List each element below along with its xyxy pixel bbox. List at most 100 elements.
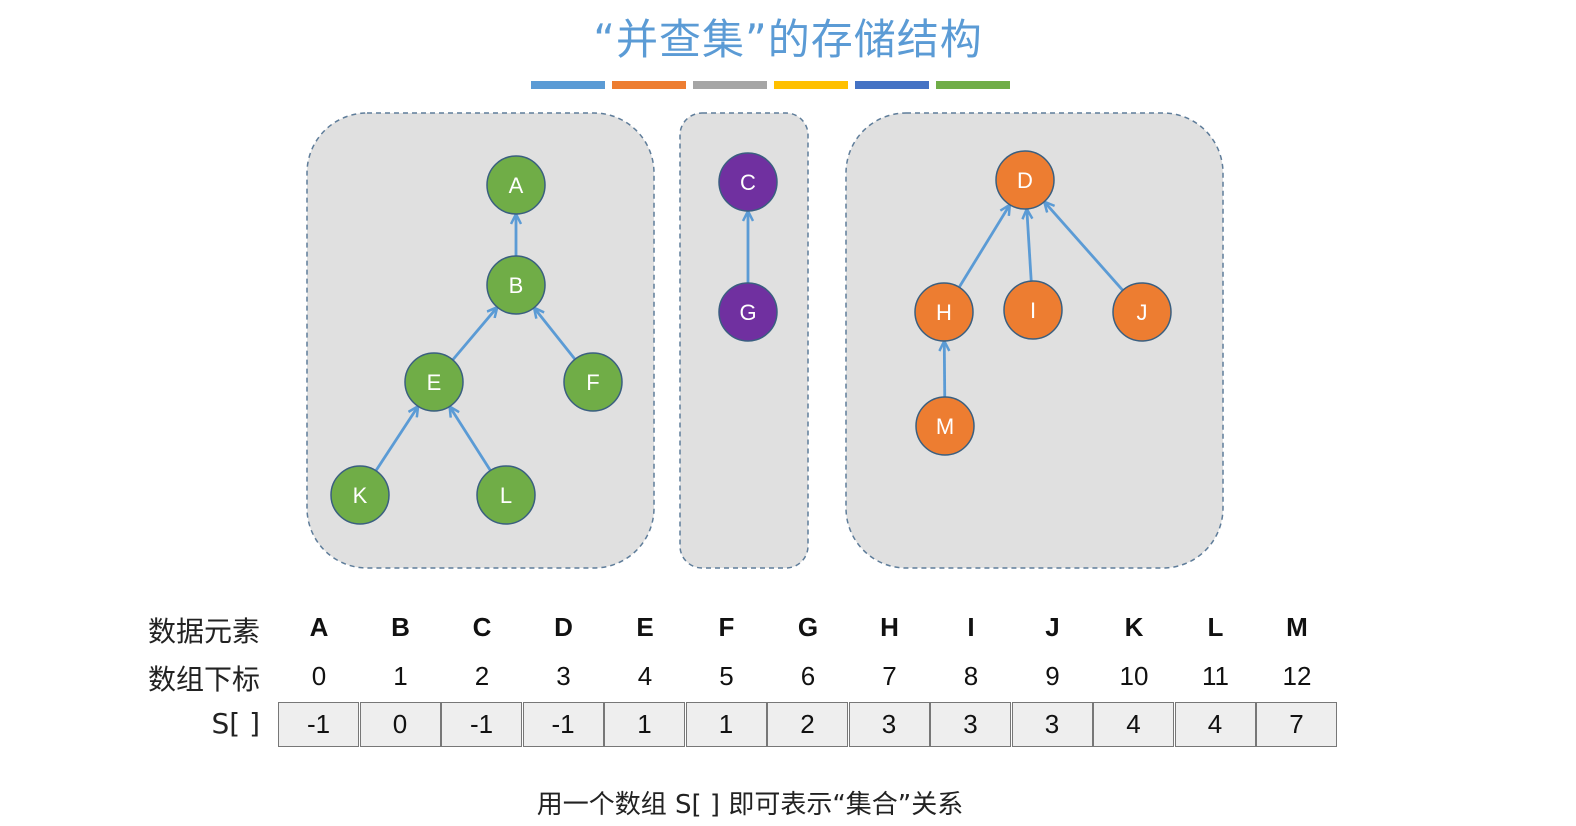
s-array-cell: -1 (278, 702, 359, 747)
node-circle (486, 255, 546, 315)
index-cell: 3 (556, 661, 571, 691)
node-label: K (353, 483, 368, 508)
s-array-cell: 2 (767, 702, 848, 747)
element-cell: G (797, 612, 819, 642)
color-stripe (612, 81, 686, 89)
node-circle (563, 352, 623, 412)
element-cell: A (309, 612, 329, 642)
index-cell: 6 (800, 661, 816, 691)
row-label-s-array: S[ ] (211, 707, 260, 740)
element-cell: J (1045, 612, 1060, 642)
element-cell: F (718, 612, 735, 642)
element-cell: I (967, 612, 975, 642)
node-k: K (330, 465, 390, 525)
color-stripe (936, 81, 1010, 89)
s-array-cell: -1 (441, 702, 522, 747)
node-b: B (486, 255, 546, 315)
s-array-cell: -1 (522, 702, 604, 747)
node-label: C (740, 170, 756, 195)
node-label: I (1030, 298, 1036, 323)
element-cell: H (880, 612, 899, 642)
index-cell: 1 (393, 661, 408, 691)
node-c: C (718, 152, 778, 212)
edges-layer (374, 202, 1124, 472)
s-array-cell: 3 (848, 702, 930, 747)
index-cell: 7 (882, 661, 897, 691)
s-array-cell: 3 (1011, 702, 1093, 747)
s-array-cell: 0 (359, 702, 441, 747)
node-label: F (586, 370, 599, 395)
edge-k-to-e (374, 407, 418, 472)
node-circle (914, 282, 974, 342)
node-circle (404, 352, 464, 412)
edge-e-to-b (451, 308, 497, 361)
node-m: M (915, 396, 975, 456)
row-label-elements: 数据元素 (147, 615, 260, 648)
s-array-cell: 4 (1174, 702, 1256, 747)
node-label: L (500, 483, 512, 508)
node-g: G (718, 282, 778, 342)
index-cell: 8 (963, 661, 979, 691)
s-array-cell: 7 (1256, 702, 1337, 747)
s-array-cell: 4 (1093, 702, 1174, 747)
edge-h-to-d (957, 206, 1009, 289)
node-circle (1112, 282, 1172, 342)
node-label: G (739, 300, 756, 325)
node-a: A (486, 155, 546, 215)
edge-f-to-b (535, 308, 577, 361)
index-cell: 4 (637, 661, 653, 691)
node-l: L (476, 465, 536, 525)
element-cell: E (636, 612, 654, 642)
node-circle (915, 396, 975, 456)
element-cell: C (472, 612, 492, 642)
page-title: “并查集”的存储结构 (593, 15, 983, 64)
node-label: D (1017, 168, 1033, 193)
caption: 用一个数组 S[ ] 即可表示“集合”关系 (536, 790, 964, 820)
edge-l-to-e (450, 407, 492, 472)
color-stripe (855, 81, 929, 89)
element-cell: D (554, 612, 573, 642)
index-cell: 12 (1282, 661, 1312, 691)
element-cell: L (1207, 612, 1224, 642)
node-e: E (404, 352, 464, 412)
index-cell: 2 (474, 661, 490, 691)
edge-i-to-d (1027, 210, 1031, 282)
node-circle (330, 465, 390, 525)
index-cell: 11 (1202, 661, 1229, 691)
node-circle (718, 152, 778, 212)
node-circle (476, 465, 536, 525)
element-cell: B (391, 612, 410, 642)
element-cell: K (1124, 612, 1144, 642)
s-array-cell: 1 (685, 702, 767, 747)
color-stripe (693, 81, 767, 89)
index-cell: 0 (311, 661, 327, 691)
node-circle (718, 282, 778, 342)
node-label: J (1137, 300, 1148, 325)
edge-j-to-d (1045, 202, 1124, 292)
row-label-indices: 数组下标 (147, 663, 260, 696)
node-label: A (509, 173, 524, 198)
color-stripe (531, 81, 605, 89)
node-f: F (563, 352, 623, 412)
index-cell: 10 (1119, 661, 1149, 691)
s-array-cell: 1 (604, 702, 685, 747)
s-array-cell: 3 (930, 702, 1011, 747)
node-circle (1003, 280, 1063, 340)
node-circle (486, 155, 546, 215)
node-d: D (995, 150, 1055, 210)
node-h: H (914, 282, 974, 342)
node-circle (995, 150, 1055, 210)
nodes-layer: A B E F K L C G D H I J M (330, 150, 1172, 525)
node-label: B (509, 273, 524, 298)
set-panel-1 (306, 112, 655, 569)
color-stripe (774, 81, 848, 89)
tree-diagram: A B E F K L C G D H I J M (306, 112, 1224, 569)
node-i: I (1003, 280, 1063, 340)
index-cell: 9 (1045, 661, 1060, 691)
node-j: J (1112, 282, 1172, 342)
node-label: M (936, 414, 954, 439)
node-label: H (936, 300, 952, 325)
node-label: E (427, 370, 442, 395)
index-cell: 5 (719, 661, 734, 691)
element-cell: M (1286, 612, 1308, 642)
